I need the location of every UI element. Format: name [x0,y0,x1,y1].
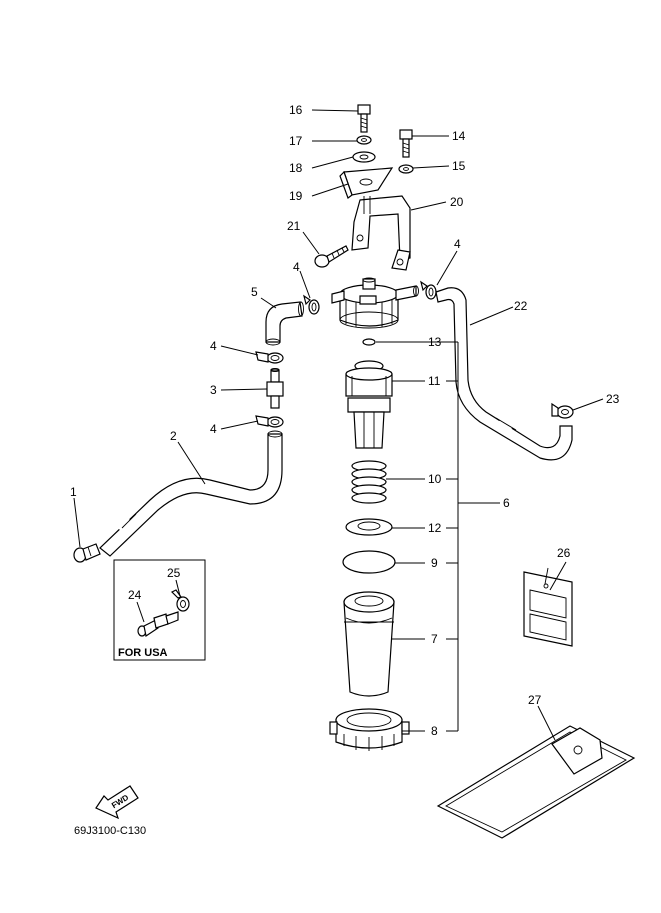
callout-27: 27 [528,693,542,707]
clamp-4-top-right [420,280,437,300]
ring-nut-8 [329,708,410,751]
washer-15 [398,164,414,174]
callout-1: 1 [70,485,77,499]
callout-4-a: 4 [293,260,300,274]
bracket-20 [351,195,411,271]
hose-5 [265,301,304,346]
callout-8: 8 [431,724,438,738]
hose-22 [435,287,573,461]
callout-11: 11 [428,374,441,388]
o-ring-9 [342,550,396,574]
plug-1 [73,543,101,563]
filter-element-11 [345,360,393,449]
pouch-27 [436,725,636,839]
callout-3: 3 [210,383,217,397]
washer-17 [356,135,372,145]
seal-12 [345,518,393,536]
callout-25: 25 [167,566,181,580]
clamp-4-top-left [303,294,320,315]
o-ring-13 [362,338,376,346]
callout-numbers: 16 17 18 19 20 14 15 21 4 4 5 22 4 3 4 2… [70,103,620,738]
joint-24 [137,611,179,637]
callout-26: 26 [557,546,571,560]
hose-2 [99,430,283,557]
callout-4-c: 4 [210,339,217,353]
callout-13: 13 [428,335,442,349]
fitting-23 [551,402,574,419]
callout-17: 17 [289,134,303,148]
callout-12: 12 [428,521,442,535]
washer-18 [352,151,376,163]
screw-21 [314,245,349,268]
leader-24 [136,601,145,623]
callout-20: 20 [450,195,464,209]
callout-4-b: 4 [454,237,461,251]
callout-9: 9 [431,556,438,570]
leader-lines [73,109,604,741]
clamp-4-upper [255,351,284,364]
callout-21: 21 [287,219,301,233]
spring-10 [351,460,387,504]
filter-head [331,277,419,329]
filter-cup-7 [343,591,395,697]
callout-18: 18 [289,161,303,175]
clamp-4-lower [255,415,284,428]
callout-19: 19 [289,189,303,203]
label-26 [523,567,573,647]
bolt-16 [357,104,371,133]
callout-22: 22 [514,299,528,313]
bolt-14 [399,129,413,158]
callout-5: 5 [251,285,258,299]
callout-7: 7 [431,632,438,646]
usa-inset: FOR USA 24 25 [113,559,206,661]
leader-25 [175,579,181,597]
callout-2: 2 [170,429,177,443]
callout-23: 23 [606,392,620,406]
callout-4-d: 4 [210,422,217,436]
callout-14: 14 [452,129,466,143]
callout-6: 6 [503,496,510,510]
callout-10: 10 [428,472,442,486]
bracket-19 [339,167,394,199]
joint-3 [266,368,284,409]
assembly-bracket-6 [457,342,500,731]
clip-25 [170,589,190,612]
diagram-code: 69J3100-C130 [74,825,146,837]
fwd-arrow-icon: FWD [95,785,139,820]
callout-24: 24 [128,588,142,602]
callout-16: 16 [289,103,303,117]
callout-15: 15 [452,159,466,173]
inset-label: FOR USA [118,647,168,659]
